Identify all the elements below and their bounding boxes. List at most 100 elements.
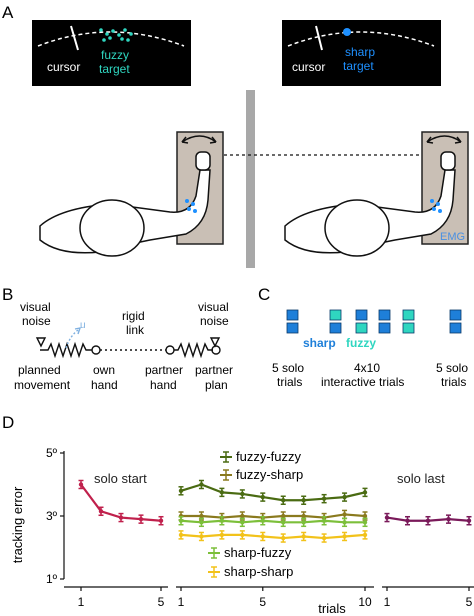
own-hand-2: hand <box>91 378 118 392</box>
data-point <box>321 518 327 523</box>
data-point <box>281 520 286 525</box>
divider-wall <box>246 90 255 268</box>
solo-trials-right-2: trials <box>441 375 466 389</box>
data-point <box>321 496 327 501</box>
data-point <box>98 509 104 514</box>
x-tick-label: 1 <box>78 595 85 609</box>
data-point <box>158 518 164 523</box>
fuzzy-legend-label: fuzzy <box>346 336 376 350</box>
data-point <box>240 513 245 519</box>
data-point <box>199 513 204 519</box>
x-tick-label: 1 <box>178 595 185 609</box>
series-line <box>180 483 366 502</box>
legend-label: fuzzy-sharp <box>236 467 303 482</box>
data-point <box>301 520 306 525</box>
data-point <box>178 532 184 538</box>
data-point <box>362 532 368 538</box>
partner-hand-1: partner <box>145 363 183 377</box>
left-cursor-label: cursor <box>47 60 80 74</box>
data-point <box>301 498 306 503</box>
data-point <box>240 491 245 497</box>
data-point <box>281 513 286 519</box>
fuzzy-target-label-1: fuzzy <box>101 48 129 62</box>
data-point <box>362 490 368 495</box>
interactive-trials-1: 4x10 <box>354 361 380 375</box>
data-point <box>384 515 390 520</box>
left-screen: cursor fuzzy target <box>32 20 191 86</box>
data-point <box>342 534 347 539</box>
data-point <box>240 520 245 525</box>
segment-label-solo-last: solo last <box>397 471 445 486</box>
data-point <box>342 494 347 500</box>
y-axis-label: tracking error <box>10 486 25 563</box>
right-cursor-label: cursor <box>292 60 325 74</box>
data-point <box>199 534 204 539</box>
x-axis-label: trials <box>318 601 346 616</box>
solo-trials-left-2: trials <box>277 375 302 389</box>
data-point <box>466 518 472 523</box>
x-tick-label: 5 <box>259 595 266 609</box>
panel-label-c: C <box>258 285 270 304</box>
legend-label: sharp-fuzzy <box>224 545 292 560</box>
data-point <box>260 534 265 539</box>
series-line <box>180 533 366 540</box>
data-point <box>342 512 347 517</box>
x-tick-label: 1 <box>384 595 391 609</box>
panel-b-diagram <box>35 327 221 359</box>
data-point <box>260 494 265 500</box>
planned-movement-2: movement <box>14 378 71 392</box>
data-point <box>199 482 204 487</box>
data-point <box>178 518 184 523</box>
data-point <box>405 518 410 523</box>
data-point <box>138 516 144 522</box>
data-point <box>362 513 368 519</box>
u-label: u <box>80 320 86 331</box>
rigid-link-label-1: rigid <box>122 309 145 323</box>
partner-plan-2: plan <box>205 378 228 392</box>
fuzzy-target-dots-icon <box>99 28 133 42</box>
partner-plan-1: partner <box>195 363 233 377</box>
solo-trials-left-1: 5 solo <box>272 361 304 375</box>
data-point <box>240 532 245 538</box>
y-tick-label: 1º <box>46 572 58 586</box>
planned-movement-1: planned <box>18 363 61 377</box>
legend-label: sharp-sharp <box>224 564 293 579</box>
data-point <box>219 532 225 538</box>
panel-label-a: A <box>2 3 14 22</box>
data-point <box>260 518 265 523</box>
data-point <box>199 520 204 525</box>
solo-trials-right-1: 5 solo <box>436 361 468 375</box>
sharp-legend-label: sharp <box>303 336 336 350</box>
y-tick-label: 5º <box>46 446 58 460</box>
sharp-target-label-1: sharp <box>345 45 375 59</box>
segment-label-solo-start: solo start <box>94 471 147 486</box>
visual-noise-right-2: noise <box>200 314 229 328</box>
legend-label: fuzzy-fuzzy <box>236 449 302 464</box>
data-point <box>301 534 306 539</box>
trial-blocks <box>286 309 462 334</box>
panel-label-b: B <box>2 285 13 304</box>
rigid-link-label-2: link <box>126 323 145 337</box>
visual-noise-right-1: visual <box>198 300 229 314</box>
right-arm <box>284 131 469 257</box>
series-line <box>180 519 365 524</box>
data-point <box>342 520 347 525</box>
data-point <box>321 535 327 541</box>
emg-label: EMG <box>440 231 465 243</box>
data-point <box>281 535 286 541</box>
left-arm <box>39 131 224 257</box>
x-tick-label: 5 <box>466 595 473 609</box>
data-point <box>118 515 124 520</box>
data-point <box>446 516 451 522</box>
interactive-trials-2: interactive trials <box>321 375 404 389</box>
data-point <box>78 482 84 487</box>
own-hand-1: own <box>93 363 115 377</box>
sharp-target-dot-icon <box>343 28 351 36</box>
sharp-target-label-2: target <box>343 59 374 73</box>
x-tick-label: 5 <box>158 595 165 609</box>
data-point <box>178 488 184 493</box>
y-tick-label: 3º <box>46 509 58 523</box>
partner-hand-2: hand <box>150 378 177 392</box>
series-line <box>181 513 366 519</box>
